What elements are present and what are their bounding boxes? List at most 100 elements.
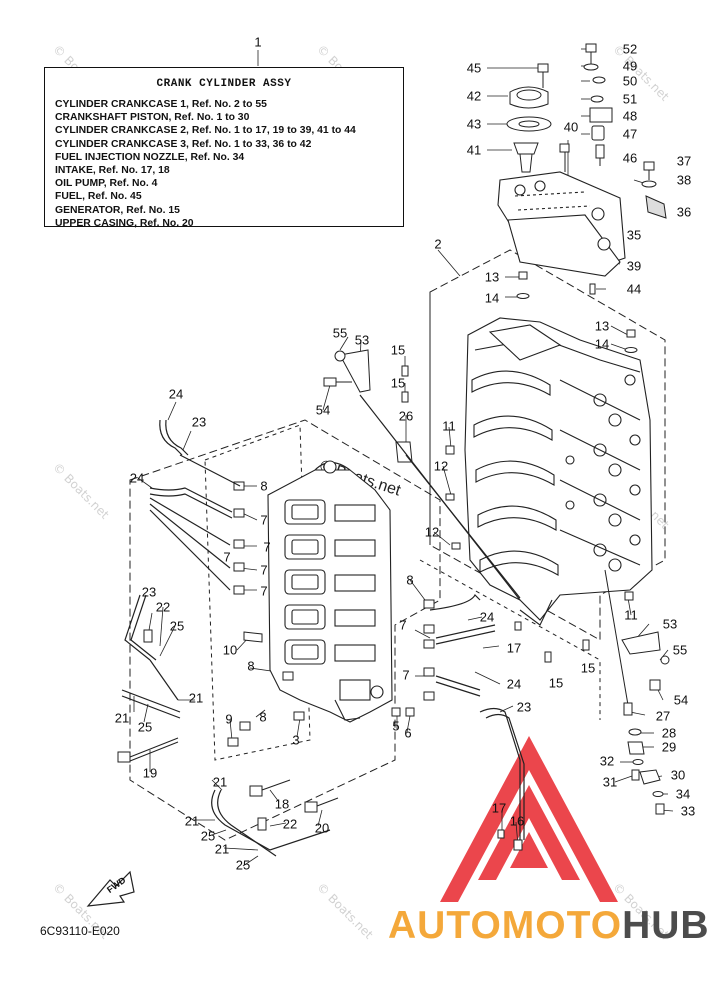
callout-21: 21: [212, 774, 228, 790]
hoses: [121, 394, 525, 857]
callout-37: 37: [676, 153, 692, 169]
callout-15: 15: [580, 660, 596, 676]
callout-54: 54: [673, 692, 689, 708]
legend-line: UPPER CASING, Ref. No. 20: [55, 217, 194, 229]
callout-38: 38: [676, 172, 692, 188]
callout-25: 25: [137, 719, 153, 735]
legend-line: CYLINDER CRANKCASE 1, Ref. No. 2 to 55: [55, 99, 267, 110]
callout-23: 23: [191, 414, 207, 430]
callout-7: 7: [263, 539, 271, 555]
callout-33: 33: [680, 803, 696, 819]
callout-8: 8: [260, 478, 268, 494]
callout-53: 53: [354, 332, 370, 348]
callout-34: 34: [675, 786, 691, 802]
callout-2: 2: [434, 236, 442, 252]
callout-30: 30: [670, 767, 686, 783]
callout-20: 20: [314, 820, 330, 836]
callout-40: 40: [563, 119, 579, 135]
callout-43: 43: [466, 116, 482, 132]
callout-21: 21: [214, 841, 230, 857]
callout-24: 24: [168, 386, 184, 402]
callout-14: 14: [484, 290, 500, 306]
callout-19: 19: [142, 765, 158, 781]
callout-54: 54: [315, 402, 331, 418]
callout-16: 16: [509, 813, 525, 829]
callout-15: 15: [548, 675, 564, 691]
callout-23: 23: [516, 699, 532, 715]
crankcase-body: [464, 317, 653, 626]
callout-24: 24: [129, 470, 145, 486]
callout-10: 10: [222, 642, 238, 658]
top-parts: [506, 43, 667, 353]
callout-50: 50: [622, 73, 638, 89]
callout-25: 25: [169, 618, 185, 634]
callout-9: 9: [225, 711, 233, 727]
callout-45: 45: [466, 60, 482, 76]
callout-22: 22: [282, 816, 298, 832]
callout-55: 55: [332, 325, 348, 341]
callout-51: 51: [622, 91, 638, 107]
callout-12: 12: [433, 458, 449, 474]
callout-39: 39: [626, 258, 642, 274]
callout-3: 3: [292, 732, 300, 748]
legend-line: FUEL, Ref. No. 45: [55, 191, 142, 203]
brand-part-1: AUTOMOTO: [388, 904, 623, 947]
legend-line: GENERATOR, Ref. No. 15: [55, 204, 180, 216]
callout-55: 55: [672, 642, 688, 658]
legend-line: CYLINDER CRANKCASE 2, Ref. No. 1 to 17, …: [55, 125, 356, 137]
callout-13: 13: [484, 269, 500, 285]
callout-42: 42: [466, 88, 482, 104]
callout-47: 47: [622, 126, 638, 142]
callout-5: 5: [392, 718, 400, 734]
assembly-legend: CRANK CYLINDER ASSY CYLINDER CRANKCASE 1…: [44, 67, 404, 230]
callout-44: 44: [626, 281, 642, 297]
brand-part-2: HUB: [622, 904, 710, 947]
callout-11: 11: [442, 418, 456, 434]
callout-7: 7: [399, 617, 407, 633]
callout-28: 28: [661, 725, 677, 741]
legend-line: CRANKSHAFT PISTON, Ref. No. 1 to 30: [55, 112, 250, 124]
callout-24: 24: [479, 609, 495, 625]
callout-27: 27: [655, 708, 671, 724]
callout-8: 8: [406, 572, 414, 588]
callout-26: 26: [398, 408, 414, 424]
legend-line: INTAKE, Ref. No. 17, 18: [55, 165, 170, 177]
legend-line: FUEL INJECTION NOZZLE, Ref. No. 34: [55, 151, 245, 163]
callout-25: 25: [235, 857, 251, 873]
callout-7: 7: [223, 549, 231, 565]
callout-17: 17: [506, 640, 522, 656]
callout-1: 1: [254, 34, 262, 50]
callout-52: 52: [622, 41, 638, 57]
callout-15: 15: [390, 342, 406, 358]
cylinder-block: [267, 460, 393, 723]
callout-8: 8: [247, 658, 255, 674]
callout-8: 8: [259, 709, 267, 725]
callout-24: 24: [506, 676, 522, 692]
callout-23: 23: [141, 584, 157, 600]
callout-41: 41: [466, 142, 482, 158]
callout-21: 21: [188, 690, 204, 706]
legend-line: OIL PUMP, Ref. No. 4: [55, 178, 158, 190]
legend-title: CRANK CYLINDER ASSY: [156, 78, 292, 90]
callout-49: 49: [622, 58, 638, 74]
callout-36: 36: [676, 204, 692, 220]
callout-7: 7: [260, 512, 268, 528]
fittings: [117, 349, 670, 851]
drawing-code: 6C93110-E020: [40, 924, 120, 938]
callout-32: 32: [599, 753, 615, 769]
callout-11: 11: [624, 607, 638, 623]
legend-line: CYLINDER CRANKCASE 3, Ref. No. 1 to 33, …: [55, 138, 312, 150]
brand-logo: [440, 736, 618, 902]
callout-17: 17: [491, 800, 507, 816]
callout-25: 25: [200, 828, 216, 844]
callout-7: 7: [260, 583, 268, 599]
callout-31: 31: [602, 774, 618, 790]
callout-7: 7: [260, 562, 268, 578]
callout-6: 6: [404, 725, 412, 741]
callout-15: 15: [390, 375, 406, 391]
crankcase-cover: [497, 171, 626, 277]
fwd-arrow-icon: [86, 870, 135, 907]
legend-list: CYLINDER CRANKCASE 1, Ref. No. 2 to 55 C…: [55, 98, 356, 230]
callout-13: 13: [594, 318, 610, 334]
